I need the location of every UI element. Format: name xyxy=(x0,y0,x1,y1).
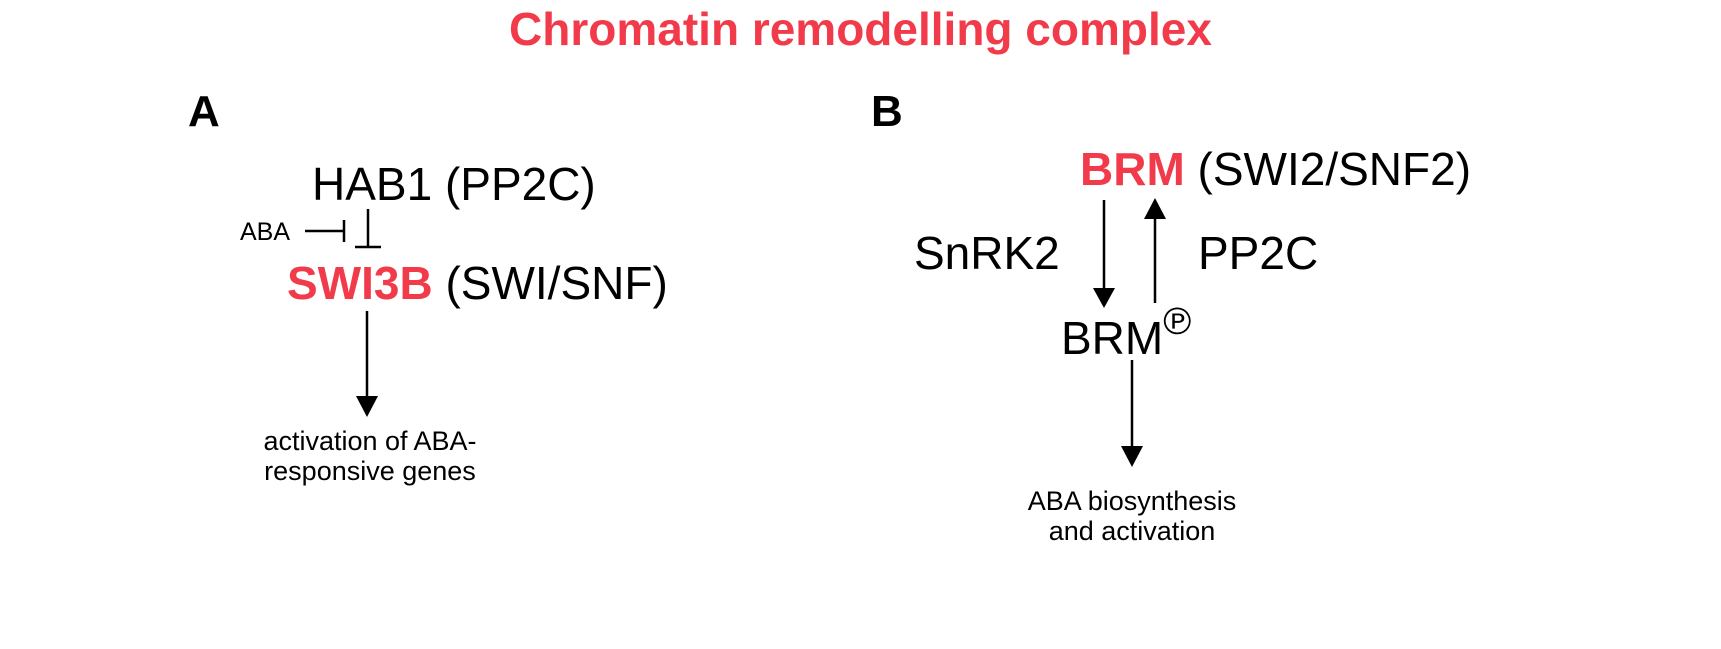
snrk2-label: SnRK2 xyxy=(914,227,1060,279)
figure-title: Chromatin remodelling complex xyxy=(509,3,1212,55)
brm-name: BRM xyxy=(1080,143,1185,195)
outcome-a-line2: responsive genes xyxy=(264,456,476,486)
panel-a-label: A xyxy=(188,87,220,136)
pp2c-label: PP2C xyxy=(1198,227,1319,279)
aba-inhibition-arrow-icon xyxy=(305,220,346,242)
aba-inhibitor-label: ABA xyxy=(240,218,291,246)
swi3b-name: SWI3B xyxy=(287,257,433,309)
snrk2-phosphorylation-arrow-icon xyxy=(1093,200,1115,308)
phosphate-icon: ℗ xyxy=(1163,301,1192,343)
hab1-node: HAB1 (PP2C) xyxy=(312,158,596,210)
panel-a-outcome: activation of ABA- responsive genes xyxy=(220,426,520,486)
pp2c-dephosphorylation-arrow-icon xyxy=(1144,198,1166,303)
brm-phospho-node: BRM℗ xyxy=(1061,303,1191,364)
swi3b-node: SWI3B (SWI/SNF) xyxy=(287,260,668,306)
panel-b-outcome: ABA biosynthesis and activation xyxy=(982,486,1282,546)
outcome-b-line1: ABA biosynthesis xyxy=(1027,486,1237,516)
brm-activation-arrow-icon xyxy=(1121,360,1143,467)
outcome-b-line2: and activation xyxy=(1048,516,1216,546)
hab1-inhibition-arrow-icon xyxy=(355,209,381,249)
swi3b-family: (SWI/SNF) xyxy=(445,257,668,309)
panel-b-label: B xyxy=(871,87,903,136)
brm-node: BRM (SWI2/SNF2) xyxy=(1080,146,1471,192)
outcome-a-line1: activation of ABA- xyxy=(263,426,477,456)
brm-family: (SWI2/SNF2) xyxy=(1197,143,1472,195)
swi3b-activation-arrow-icon xyxy=(356,311,378,417)
brm-phospho-name: BRM xyxy=(1061,312,1164,364)
